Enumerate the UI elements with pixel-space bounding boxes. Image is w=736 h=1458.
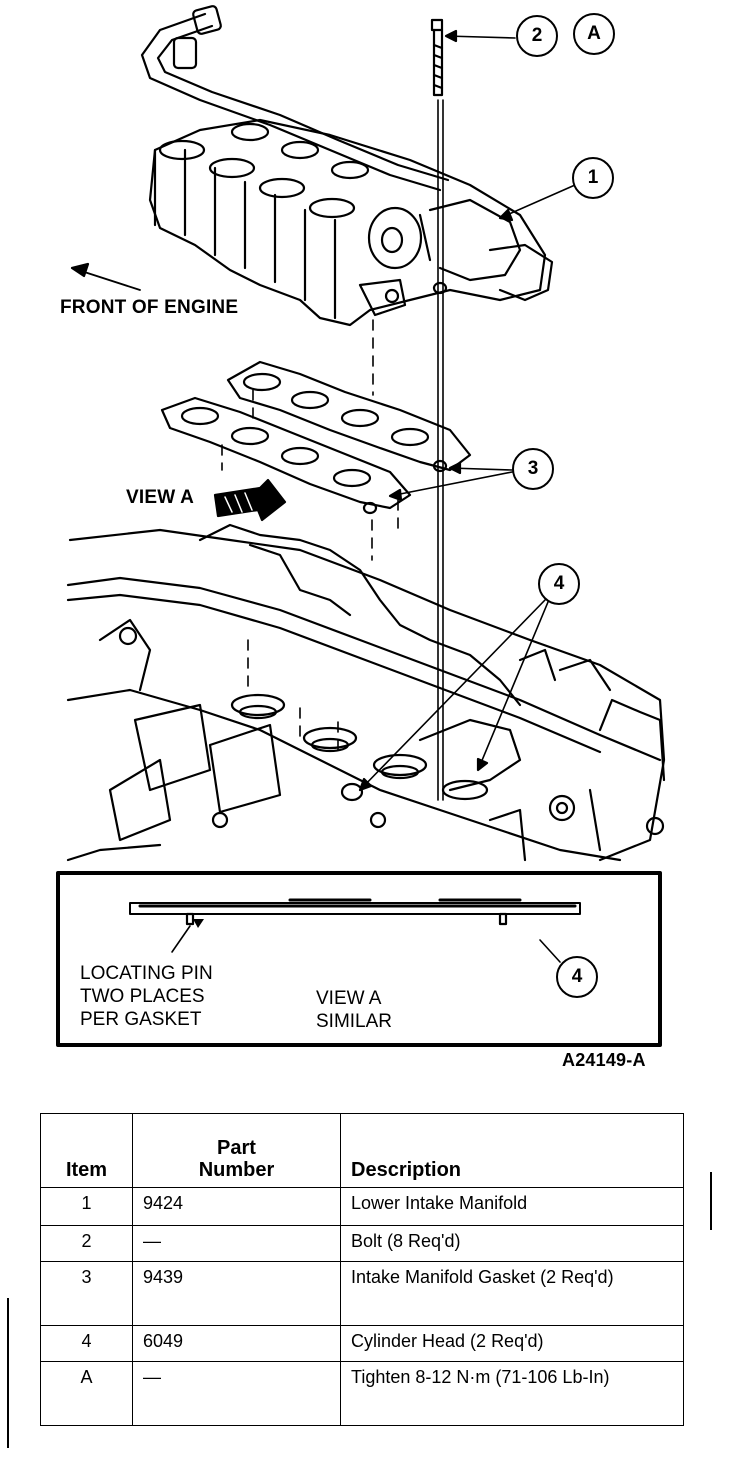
intake-manifold-gaskets: [160, 360, 472, 515]
view-a-arrow: [213, 478, 287, 522]
parts-table: Item Part Number Description 1 9424 Lowe…: [40, 1113, 684, 1426]
cell-part: —: [132, 1225, 341, 1262]
cell-part: 6049: [132, 1325, 341, 1362]
header-item: Item: [40, 1113, 133, 1188]
table-row: 2 — Bolt (8 Req'd): [40, 1225, 684, 1262]
view-a-similar-line-2: SIMILAR: [316, 1011, 393, 1032]
table-row: 4 6049 Cylinder Head (2 Req'd): [40, 1325, 684, 1362]
table-header-row: Item Part Number Description: [40, 1113, 684, 1188]
header-part-line-1: Part: [217, 1137, 256, 1159]
table-row: 1 9424 Lower Intake Manifold: [40, 1187, 684, 1226]
callout-a: A: [573, 13, 615, 55]
cell-item: 1: [40, 1187, 133, 1226]
locating-pin-label: LOCATING PIN TWO PLACES PER GASKET: [80, 962, 213, 1031]
cell-part: 9439: [132, 1261, 341, 1326]
callout-3: 3: [512, 448, 554, 490]
header-description: Description: [340, 1113, 684, 1188]
view-a-inset: [56, 871, 662, 1047]
cell-description: Tighten 8-12 N·m (71-106 Lb-In): [340, 1361, 684, 1426]
cell-item: 3: [40, 1261, 133, 1326]
view-a-label: VIEW A: [126, 487, 195, 508]
cell-description: Intake Manifold Gasket (2 Req'd): [340, 1261, 684, 1326]
header-part-line-2: Number: [198, 1159, 275, 1181]
locating-pin-line-1: LOCATING PIN: [80, 963, 213, 984]
engine-block: [66, 523, 666, 862]
cell-part: —: [132, 1361, 341, 1426]
view-a-similar-line-1: VIEW A: [316, 988, 382, 1009]
lower-intake-manifold: [148, 118, 554, 327]
table-row: A — Tighten 8-12 N·m (71-106 Lb-In): [40, 1361, 684, 1426]
exploded-view-diagram: FRONT OF ENGINE VIEW A LOCATING PIN TWO …: [56, 5, 666, 1070]
cell-description: Bolt (8 Req'd): [340, 1225, 684, 1262]
leader-lines: [171, 35, 576, 963]
figure-id: A24149-A: [562, 1050, 646, 1070]
alignment-lines: [221, 319, 399, 756]
cell-item: A: [40, 1361, 133, 1426]
bolt: [430, 18, 448, 801]
cell-description: Cylinder Head (2 Req'd): [340, 1325, 684, 1362]
callout-4-inset: 4: [556, 956, 598, 998]
callout-4-main: 4: [538, 563, 580, 605]
front-of-engine-label: FRONT OF ENGINE: [60, 297, 239, 318]
callout-1: 1: [572, 157, 614, 199]
fuel-rail-tube: [140, 5, 450, 192]
header-part-number: Part Number: [132, 1113, 341, 1188]
locating-pin-line-2: TWO PLACES: [80, 986, 205, 1007]
margin-mark-left: [7, 1298, 9, 1448]
diagram-artwork: [56, 5, 666, 1047]
cell-item: 2: [40, 1225, 133, 1262]
cell-item: 4: [40, 1325, 133, 1362]
view-a-similar-label: VIEW A SIMILAR: [316, 987, 392, 1033]
table-row: 3 9439 Intake Manifold Gasket (2 Req'd): [40, 1261, 684, 1326]
cell-part: 9424: [132, 1187, 341, 1226]
margin-mark-right: [710, 1172, 712, 1230]
front-arrow: [70, 262, 141, 291]
callout-2: 2: [516, 15, 558, 57]
cell-description: Lower Intake Manifold: [340, 1187, 684, 1226]
locating-pin-line-3: PER GASKET: [80, 1009, 202, 1030]
leader-arrowheads: [358, 29, 514, 792]
